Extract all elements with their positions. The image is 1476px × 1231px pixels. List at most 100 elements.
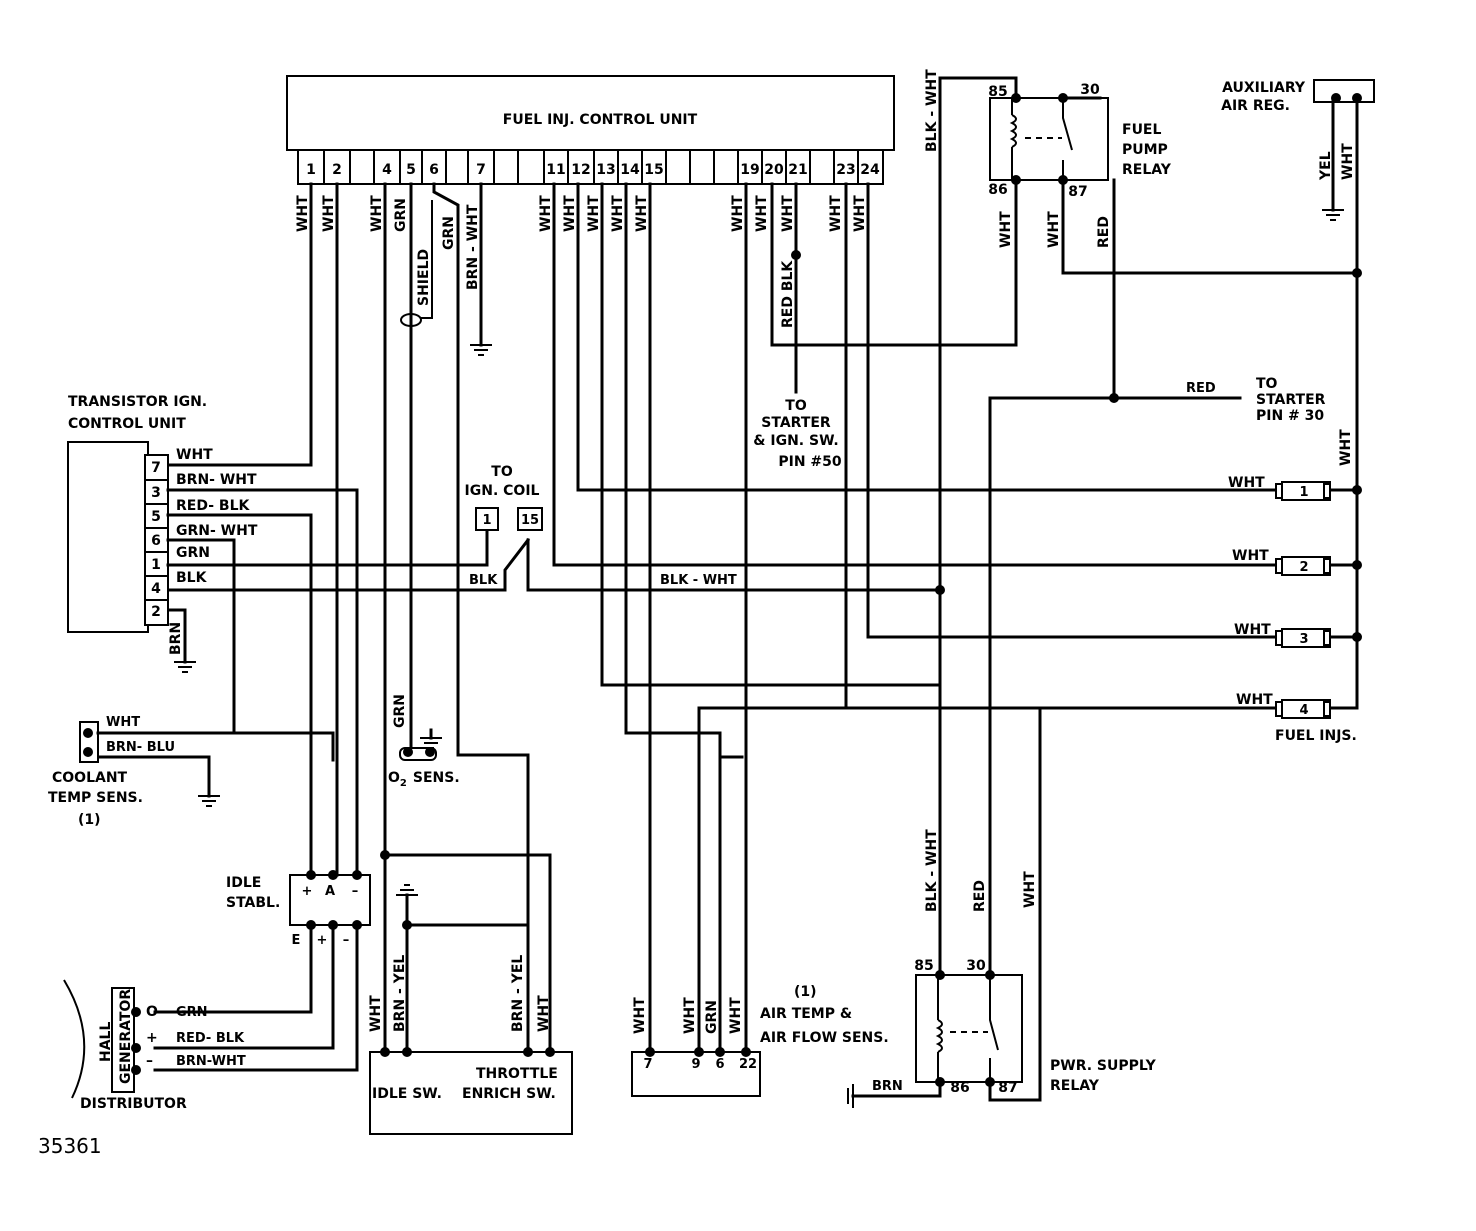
wire-label: WHT xyxy=(562,195,578,232)
pwr-relay-label: RELAY xyxy=(1050,1078,1100,1094)
tic-pin: 5 xyxy=(151,509,161,525)
ignition-coil-terminals: TO IGN. COIL 1 15 BLK BLK - WHT xyxy=(465,464,737,588)
starter-ref-text: PIN #50 xyxy=(778,454,842,470)
ign-coil-label: IGN. COIL xyxy=(465,483,540,499)
idle-stabl-terminal: A xyxy=(325,884,335,899)
transistor-ignition-control-unit: TRANSISTOR IGN. CONTROL UNIT 7 3 5 6 1 4… xyxy=(67,394,258,633)
tic-pin: 1 xyxy=(151,557,161,573)
wire-label: BLK - WHT xyxy=(660,573,737,588)
wire-label: WHT xyxy=(1338,429,1354,466)
idle-stabl-label: STABL. xyxy=(226,895,280,911)
af-pin: 7 xyxy=(643,1057,652,1072)
harness-routing xyxy=(166,76,1359,1102)
idle-stabl-wires xyxy=(153,731,359,1072)
ecu-pin-label: 2 xyxy=(332,162,342,178)
idle-stabl-terminal: + xyxy=(302,884,313,899)
wire-label: GRN xyxy=(393,198,409,232)
wire-label: BRN- BLU xyxy=(106,740,175,755)
fuel-pump-relay-label: FUEL xyxy=(1122,122,1161,138)
idle-stabl-terminal: E xyxy=(292,933,301,948)
starter-ref-text: STARTER xyxy=(761,415,831,431)
wire-label: GRN xyxy=(704,1000,720,1034)
hall-symbol: + xyxy=(146,1030,158,1046)
hall-label: HALL xyxy=(98,1022,114,1062)
junction-dots xyxy=(83,93,1362,1087)
wire-label: WHT xyxy=(754,195,770,232)
wire-label: BLK - WHT xyxy=(924,69,940,152)
ecu-title: FUEL INJ. CONTROL UNIT xyxy=(503,112,698,128)
starter-ref-text: PIN # 30 xyxy=(1256,408,1324,424)
wire-label: WHT xyxy=(106,715,140,730)
hall-generator-distributor: HALL GENERATOR O + – GRN RED- BLK BRN-WH… xyxy=(63,979,246,1112)
starter-ref-text: STARTER xyxy=(1256,392,1326,408)
shield-symbol xyxy=(400,200,433,327)
wire-label: WHT xyxy=(632,997,648,1034)
ground-wires xyxy=(96,608,942,1098)
wire-label: WHT xyxy=(369,195,385,232)
wire-label: BRN xyxy=(168,622,184,655)
fuel-pump-relay-label: PUMP xyxy=(1122,142,1168,158)
wire-label: WHT xyxy=(536,995,552,1032)
coolant-note: (1) xyxy=(78,812,101,828)
fuel-injectors-label: FUEL INJS. xyxy=(1275,728,1357,744)
wire-label: BRN xyxy=(872,1079,903,1094)
idle-stabl-terminal: – xyxy=(343,933,350,948)
wire-label: BLK xyxy=(176,570,208,586)
tic-pin: 4 xyxy=(151,581,161,597)
tic-pin: 3 xyxy=(151,485,161,501)
wire-labels-vertical: WHT WHT WHT GRN GRN SHIELD BRN - WHT WHT… xyxy=(168,69,1356,1034)
pwr-relay-label: PWR. SUPPLY xyxy=(1050,1058,1157,1074)
wire-label: WHT xyxy=(295,195,311,232)
coolant-label: TEMP SENS. xyxy=(48,790,143,806)
wire-label: WHT xyxy=(682,997,698,1034)
ecu-pin-label: 21 xyxy=(788,162,807,178)
af-pin: 6 xyxy=(715,1057,724,1072)
hall-symbol: – xyxy=(146,1053,153,1069)
throttle-switch-label: ENRICH SW. xyxy=(462,1086,556,1102)
wire-label: BRN - YEL xyxy=(392,955,408,1032)
wire-label: WHT xyxy=(1234,622,1271,638)
injector-number: 1 xyxy=(1299,485,1308,500)
wire-label: WHT xyxy=(538,195,554,232)
ground-symbols xyxy=(174,209,1344,1108)
ecu-pin-label: 1 xyxy=(306,162,316,178)
ecu-pin-label: 14 xyxy=(620,162,640,178)
ecu-pin-label: 15 xyxy=(644,162,663,178)
aux-air-label: AUXILIARY xyxy=(1222,80,1306,96)
ign-coil-label: TO xyxy=(491,464,513,480)
figure-number: 35361 xyxy=(38,1134,102,1158)
wire-label: BRN - YEL xyxy=(510,955,526,1032)
wire-label: WHT xyxy=(1236,692,1273,708)
tic-pin: 2 xyxy=(151,604,161,620)
air-temp-flow-sensor: 7 9 6 22 (1) AIR TEMP & AIR FLOW SENS. xyxy=(631,984,889,1097)
wire-label: GRN xyxy=(441,216,457,250)
wire-label: RED xyxy=(1096,216,1112,248)
ign-coil-terminal: 15 xyxy=(521,513,539,528)
starter-ign-switch-ref: TO STARTER & IGN. SW. PIN #50 xyxy=(753,398,842,470)
relay-terminal: 30 xyxy=(1080,82,1100,98)
hall-symbol: O xyxy=(146,1004,158,1020)
ecu-pin-label: 13 xyxy=(596,162,615,178)
auxiliary-air-regulator: AUXILIARY AIR REG. xyxy=(1221,79,1375,114)
wire-label: WHT xyxy=(634,195,650,232)
wire-label: RED xyxy=(972,880,988,912)
wire-label: WHT xyxy=(852,195,868,232)
wire-label: BLK - WHT xyxy=(924,829,940,912)
wire-label: RED xyxy=(1186,381,1216,396)
wire-label: WHT xyxy=(828,195,844,232)
relay-terminal: 86 xyxy=(988,182,1007,198)
starter-ref-text: TO xyxy=(785,398,807,414)
wire-label: WHT xyxy=(730,195,746,232)
fuel-injector: 3 xyxy=(1275,628,1331,648)
fuel-injector: 4 xyxy=(1275,699,1331,719)
ecu-pin-label: 19 xyxy=(740,162,759,178)
wire-label: YEL xyxy=(1318,151,1334,181)
wire-label: BRN - WHT xyxy=(465,204,481,290)
wire-label: GRN xyxy=(176,1005,208,1020)
wire-label: WHT xyxy=(1046,211,1062,248)
wire-label: BLK xyxy=(469,573,498,588)
af-pin: 22 xyxy=(739,1057,757,1072)
wire-label: BRN- WHT xyxy=(176,472,257,488)
